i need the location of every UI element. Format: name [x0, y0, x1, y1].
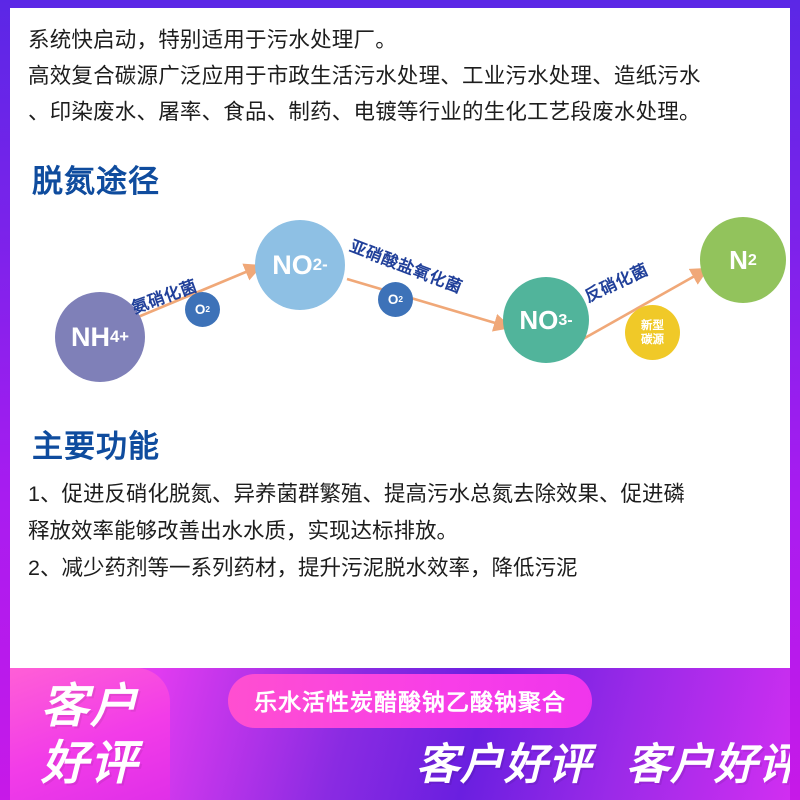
- function-item-1-line-1: 1、促进反硝化脱氮、异养菌群繁殖、提高污水总氮去除效果、促进磷: [28, 482, 685, 506]
- node-no3-sub: 3: [558, 310, 568, 329]
- section-title-main-functions: 主要功能: [32, 429, 160, 464]
- node-carbon-line1: 新型: [641, 319, 664, 332]
- watermark-left-line-1: 客户: [41, 679, 139, 732]
- node-no2-sup: -: [322, 254, 328, 274]
- watermark-left-line-2: 好评: [41, 736, 139, 789]
- brand-pill: 乐水活性炭醋酸钠乙酸钠聚合: [228, 674, 592, 728]
- intro-paragraph: 系统快启动，特别适用于污水处理厂。 高效复合碳源广泛应用于市政生活污水处理、工业…: [10, 8, 790, 130]
- node-o2-second-label: O: [387, 291, 399, 307]
- intro-line-1: 系统快启动，特别适用于污水处理厂。: [28, 28, 397, 52]
- intro-line-3: 、印染废水、屠率、食品、制药、电镀等行业的生化工艺段废水处理。: [28, 100, 701, 124]
- watermark-right-1: 客户好评: [416, 741, 592, 789]
- node-carbon-line2: 碳源: [641, 333, 664, 346]
- node-o2-first-label: O: [194, 301, 206, 317]
- node-n2-label: N: [729, 245, 748, 275]
- node-no3-label: NO: [519, 305, 559, 335]
- node-nh4-sup: +: [119, 326, 130, 346]
- watermark-left-badge: 客户 好评: [10, 668, 170, 800]
- node-no3-sup: -: [567, 310, 573, 329]
- section-title-denitrification: 脱氮途径: [32, 164, 160, 199]
- node-o2-second-sub: 2: [398, 294, 404, 305]
- watermark-right-group: 客户好评 客户好评: [416, 730, 790, 792]
- node-n2-sub: 2: [747, 250, 757, 269]
- node-no2-sub: 2: [312, 254, 323, 274]
- watermark-band: 客户 好评 客户好评 客户好评: [10, 668, 790, 800]
- node-no2-label: NO: [272, 249, 313, 280]
- watermark-right-2: 客户好评: [626, 741, 790, 789]
- content-sheet: 系统快启动，特别适用于污水处理厂。 高效复合碳源广泛应用于市政生活污水处理、工业…: [10, 8, 790, 800]
- node-o2-first-sub: 2: [205, 304, 211, 315]
- node-new-carbon-source: 新型 碳源: [625, 305, 680, 360]
- node-nh4-label: NH: [70, 321, 110, 352]
- node-nh4-sub: 4: [109, 326, 120, 346]
- function-item-1-line-2: 释放效率能够改善出水水质，实现达标排放。: [28, 519, 459, 543]
- arrow-no2-to-no3: [346, 277, 512, 332]
- function-item-2-line-1: 2、减少药剂等一系列药材，提升污泥脱水效率，降低污泥: [28, 556, 578, 580]
- intro-line-2: 高效复合碳源广泛应用于市政生活污水处理、工业污水处理、造纸污水: [28, 64, 701, 88]
- functions-paragraph: 1、促进反硝化脱氮、异养菌群繁殖、提高污水总氮去除效果、促进磷 释放效率能够改善…: [10, 466, 790, 587]
